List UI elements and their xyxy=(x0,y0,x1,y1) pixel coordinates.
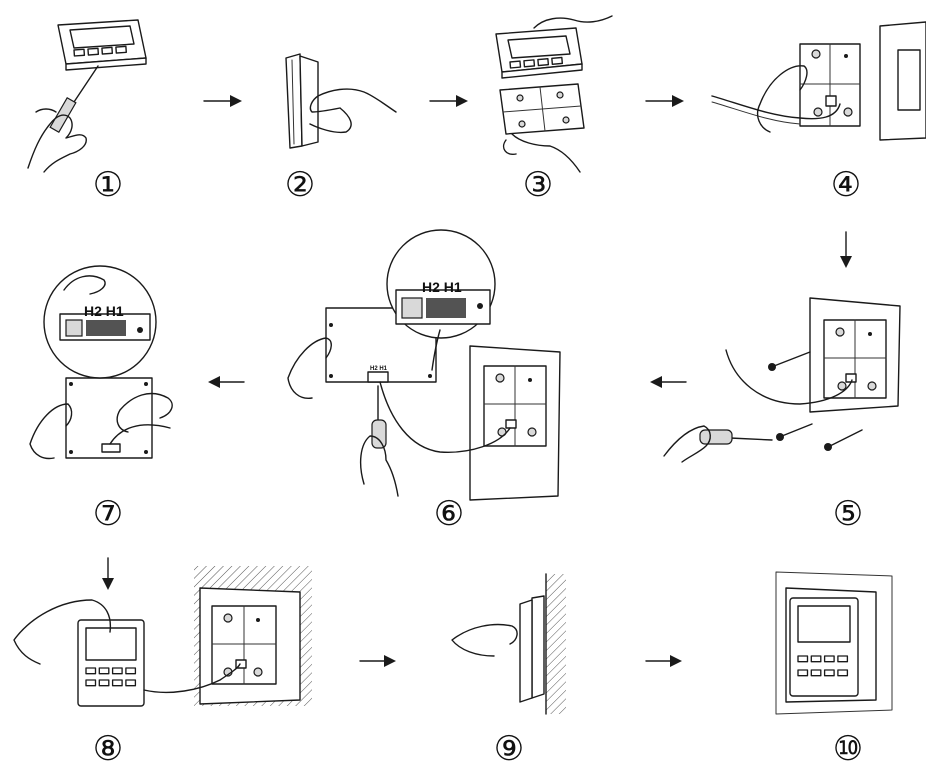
step-number-10: ⑩ xyxy=(826,727,870,771)
arrow-right-3-4 xyxy=(646,95,684,107)
step-7-illustration: H2 H1 xyxy=(30,266,172,458)
step-number-8: ⑧ xyxy=(86,727,130,771)
step-3-illustration xyxy=(496,16,612,172)
step-number-4: ④ xyxy=(824,163,868,207)
step-number-1: ① xyxy=(86,163,130,207)
step-10-illustration xyxy=(776,572,892,714)
terminal-label-small: H2 H1 xyxy=(370,366,388,372)
step-number-3: ③ xyxy=(516,163,560,207)
step-6-illustration: H2 H1 H2 H1 xyxy=(288,230,560,500)
step-number-2: ② xyxy=(278,163,322,207)
arrow-right-2-3 xyxy=(430,95,468,107)
arrow-down-4-5 xyxy=(840,232,852,268)
arrow-left-6-7 xyxy=(208,376,244,388)
step-8-illustration xyxy=(14,566,312,706)
step-4-illustration xyxy=(712,22,926,140)
step-9-illustration xyxy=(452,574,566,714)
step-number-9: ⑨ xyxy=(487,727,531,771)
arrow-right-8-9 xyxy=(360,655,396,667)
step-2-illustration xyxy=(286,54,396,148)
step-5-illustration xyxy=(664,298,900,462)
arrow-right-9-10 xyxy=(646,655,682,667)
terminal-label-zoom-7: H2 H1 xyxy=(84,303,124,319)
step-number-5: ⑤ xyxy=(826,492,870,536)
arrow-right-1-2 xyxy=(204,95,242,107)
terminal-label-zoom: H2 H1 xyxy=(422,279,462,295)
step-number-6: ⑥ xyxy=(427,492,471,536)
step-1-illustration xyxy=(28,20,146,172)
arrow-down-7-8 xyxy=(102,558,114,590)
arrow-left-5-6 xyxy=(650,376,686,388)
step-number-7: ⑦ xyxy=(86,492,130,536)
